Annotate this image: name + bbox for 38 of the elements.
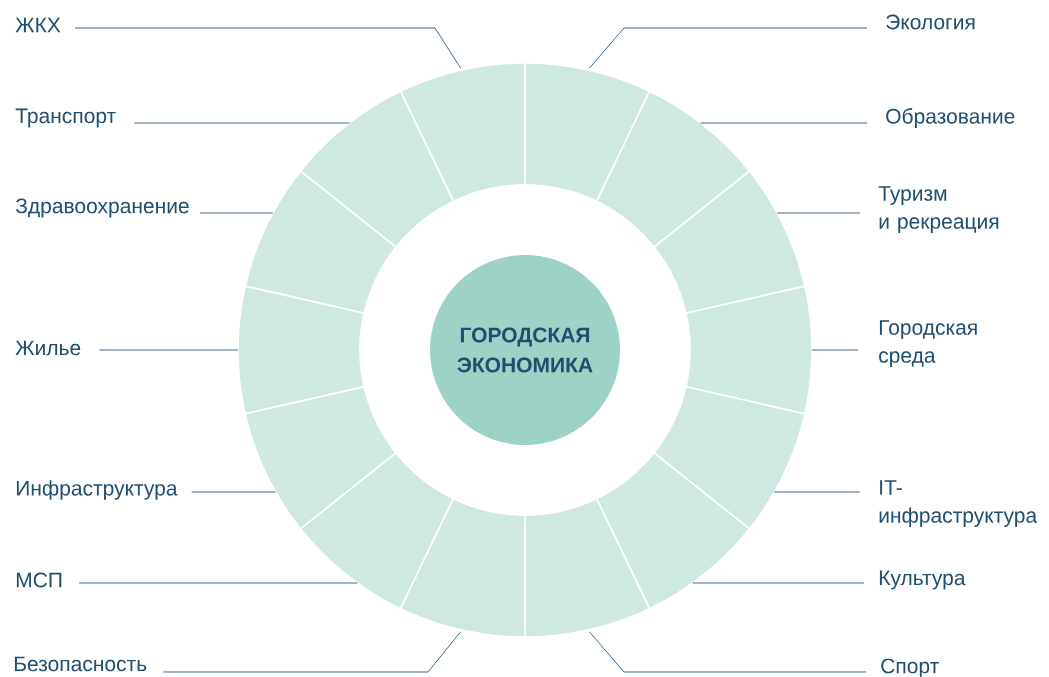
ring-segment xyxy=(595,90,751,249)
category-label: Жилье xyxy=(15,340,81,356)
category-label: Спорт xyxy=(881,658,939,677)
leader-line xyxy=(98,349,239,351)
category-label: МСП xyxy=(16,572,62,588)
ring-segment xyxy=(524,497,651,638)
leader-line xyxy=(162,631,462,673)
ring-segment xyxy=(399,62,526,203)
leader-line xyxy=(700,122,868,124)
category-label: Образование xyxy=(886,108,1015,128)
category-label: Городская среда xyxy=(879,320,977,367)
category-label: Культура xyxy=(879,570,966,590)
ring-segment xyxy=(652,385,806,531)
ring-segment xyxy=(299,90,455,249)
leader-line xyxy=(811,349,859,351)
category-label: Туризм и рекреация xyxy=(878,186,999,233)
ring-segment xyxy=(399,497,526,638)
ring-segment xyxy=(244,385,398,531)
leader-line xyxy=(776,212,861,214)
category-label: IT-инфраструктура xyxy=(879,480,1038,527)
ring-segment xyxy=(684,285,813,415)
category-label: Безопасность xyxy=(14,656,147,672)
leader-line xyxy=(692,582,865,584)
category-label: Транспорт xyxy=(15,108,116,128)
ring-segment xyxy=(524,62,651,203)
leader-line xyxy=(588,631,867,673)
leader-line xyxy=(588,27,868,69)
leader-line xyxy=(133,122,350,124)
leader-line xyxy=(773,491,861,493)
leader-line xyxy=(199,212,274,214)
leader-line xyxy=(74,27,462,69)
ring-segment xyxy=(237,285,366,415)
category-label: ЖКХ xyxy=(15,17,61,33)
category-label: Экология xyxy=(886,14,975,30)
category-label: Здравоохранение xyxy=(15,198,189,218)
leader-line xyxy=(191,491,277,493)
leader-line xyxy=(78,582,358,584)
category-label: Инфраструктура xyxy=(16,480,178,500)
